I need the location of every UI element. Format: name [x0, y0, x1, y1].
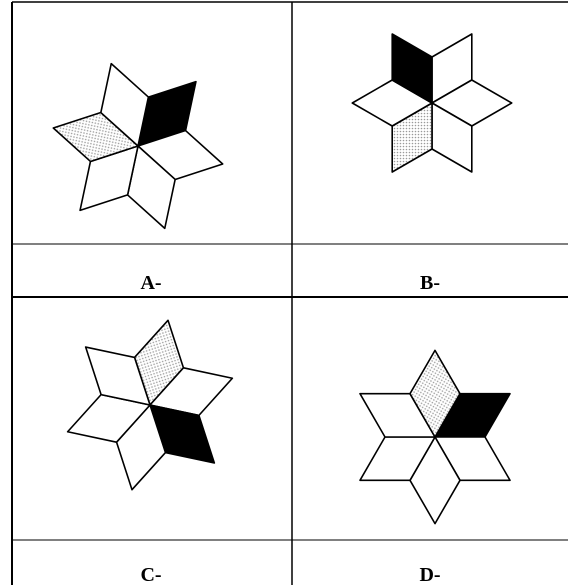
rhombus-face-6	[409, 349, 461, 438]
option-c-label: C-	[140, 564, 162, 586]
rhombus-face-6	[100, 62, 150, 147]
option-d-label: D-	[419, 564, 441, 586]
option-c-figure	[66, 319, 234, 491]
option-d-figure	[359, 349, 511, 525]
option-b-label: B-	[420, 272, 440, 294]
option-a-label: A-	[140, 272, 162, 294]
grid-lines	[11, 1, 568, 585]
option-a-figure	[52, 62, 224, 230]
rhombus-face-6	[391, 33, 433, 104]
option-b-figure	[351, 33, 513, 173]
rhombus-face-6	[84, 346, 151, 406]
